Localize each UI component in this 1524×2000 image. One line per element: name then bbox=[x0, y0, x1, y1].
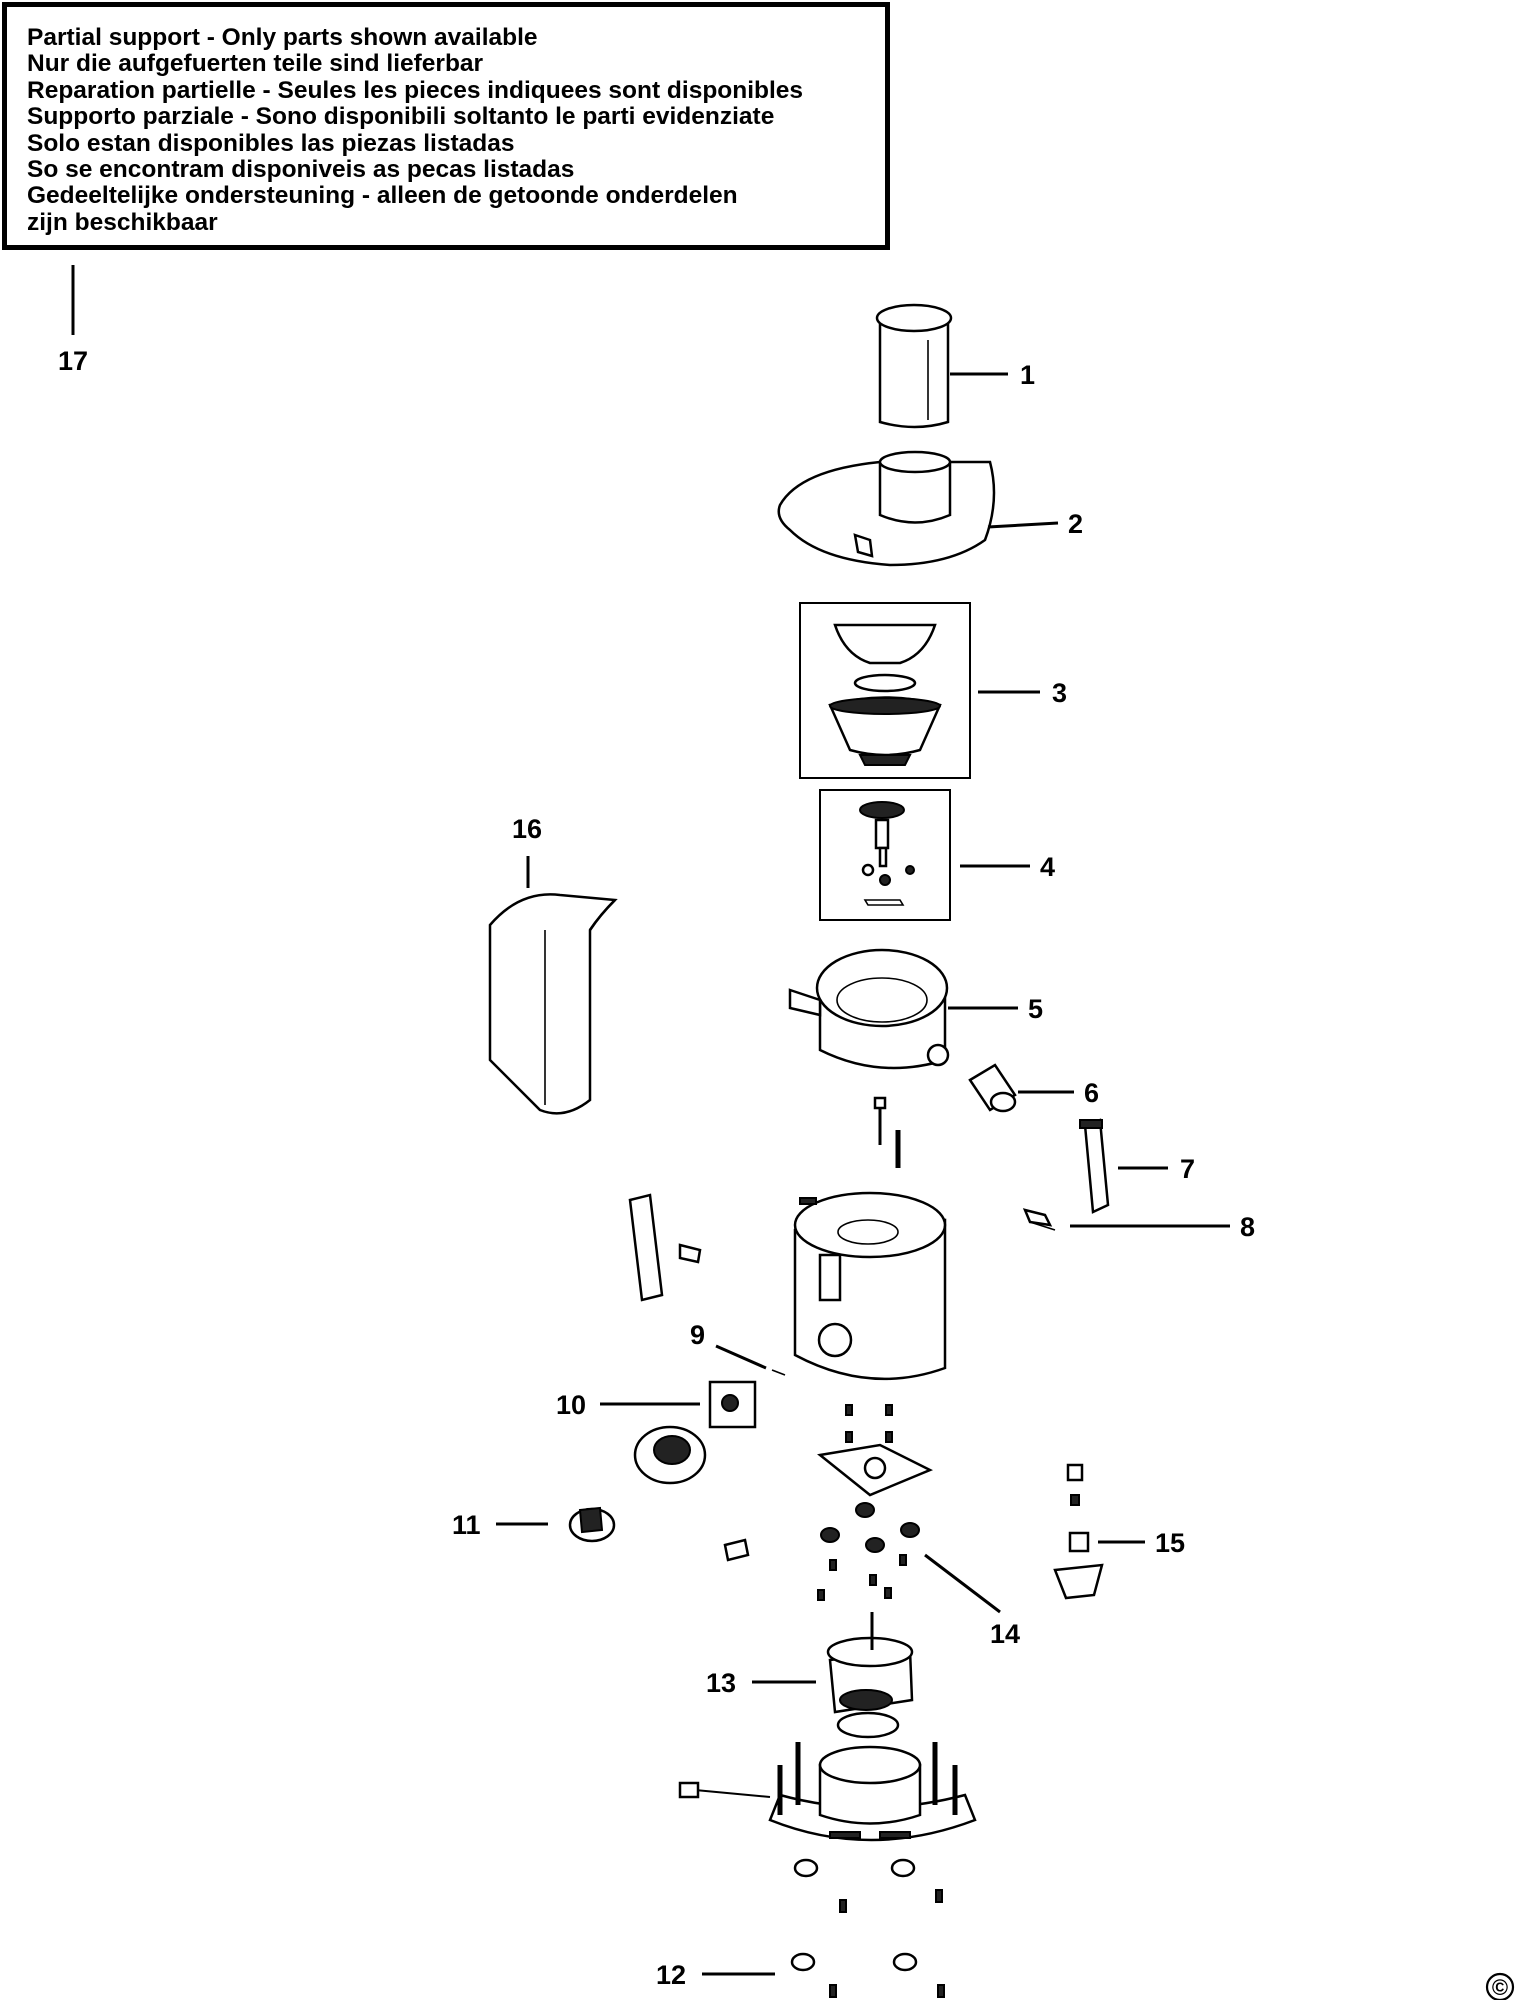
svg-text:9: 9 bbox=[690, 1320, 705, 1350]
part-12-feet-and-screws bbox=[790, 1858, 945, 1998]
callout-16: 16 bbox=[512, 814, 542, 888]
callout-12: 12 bbox=[656, 1960, 775, 1990]
callout-14: 14 bbox=[924, 1553, 1020, 1649]
svg-text:7: 7 bbox=[1180, 1154, 1195, 1184]
power-cord bbox=[678, 1781, 771, 1799]
notice-line-es: Solo estan disponibles las piezas listad… bbox=[27, 129, 515, 157]
callout-5: 5 bbox=[948, 994, 1043, 1024]
svg-text:16: 16 bbox=[512, 814, 542, 844]
motor-housing-body bbox=[793, 1191, 947, 1381]
notice-line-pt: So se encontram disponiveis as pecas lis… bbox=[27, 156, 575, 184]
svg-text:13: 13 bbox=[706, 1668, 736, 1698]
part-5-juice-bowl bbox=[788, 948, 950, 1070]
callout-2: 2 bbox=[987, 509, 1083, 539]
svg-text:6: 6 bbox=[1084, 1078, 1099, 1108]
notice-line-fr: Reparation partielle - Seules les pieces… bbox=[27, 76, 804, 104]
svg-text:14: 14 bbox=[990, 1619, 1020, 1649]
svg-text:10: 10 bbox=[556, 1390, 586, 1420]
svg-text:12: 12 bbox=[656, 1960, 686, 1990]
mounting-plate-and-feet bbox=[723, 1404, 934, 1601]
part-16-juice-jug bbox=[488, 893, 618, 1115]
notice-line-it: Supporto parziale - Sono disponibili sol… bbox=[27, 103, 775, 131]
callout-7: 7 bbox=[1118, 1154, 1195, 1184]
notice-line-nl: Gedeeltelijke ondersteuning - alleen de … bbox=[27, 182, 738, 210]
part-1-food-pusher bbox=[875, 303, 953, 429]
svg-text:11: 11 bbox=[452, 1510, 481, 1540]
part-11-knob bbox=[568, 1506, 616, 1543]
part-4-coupling-kit bbox=[819, 789, 951, 921]
base-housing bbox=[768, 1742, 977, 1842]
svg-text:©: © bbox=[1492, 1975, 1508, 2000]
part-8-spring-clip bbox=[1022, 1208, 1056, 1231]
part-6-roller bbox=[968, 1063, 1017, 1113]
callout-4: 4 bbox=[960, 852, 1055, 882]
part-7-locking-arm bbox=[1079, 1118, 1110, 1214]
shaft-pieces bbox=[873, 1096, 901, 1168]
callout-1: 1 bbox=[950, 360, 1035, 390]
callout-6: 6 bbox=[1018, 1078, 1099, 1108]
part-15-switch-bracket bbox=[1053, 1463, 1104, 1600]
notice-line-en: Partial support - Only parts shown avail… bbox=[27, 24, 538, 51]
callout-9: 9 bbox=[690, 1320, 786, 1376]
callout-8: 8 bbox=[1070, 1212, 1255, 1242]
svg-text:1: 1 bbox=[1020, 360, 1035, 390]
notice-line-nl-cont: zijn beschikbaar bbox=[27, 208, 218, 236]
svg-text:4: 4 bbox=[1040, 852, 1055, 882]
part-2-lid bbox=[777, 450, 996, 567]
callout-3: 3 bbox=[978, 678, 1067, 708]
svg-text:15: 15 bbox=[1155, 1528, 1185, 1558]
callout-17-label: 17 bbox=[58, 346, 88, 376]
callout-11: 11 bbox=[452, 1510, 548, 1540]
callout-13: 13 bbox=[706, 1668, 816, 1698]
svg-text:5: 5 bbox=[1028, 994, 1043, 1024]
left-locking-arm bbox=[628, 1193, 702, 1302]
callout-10: 10 bbox=[556, 1390, 700, 1420]
callout-15: 15 bbox=[1098, 1528, 1185, 1558]
copyright-mark: © bbox=[1485, 1972, 1515, 2000]
callout-17: 17 bbox=[58, 265, 88, 376]
svg-text:2: 2 bbox=[1068, 509, 1083, 539]
notice-line-de: Nur die aufgefuerten teile sind lieferba… bbox=[27, 50, 484, 78]
part-13-motor bbox=[826, 1612, 914, 1739]
partial-support-notice-box: Partial support - Only parts shown avail… bbox=[2, 2, 890, 250]
svg-text:8: 8 bbox=[1240, 1212, 1255, 1242]
part-10-switch bbox=[633, 1380, 757, 1485]
part-3-filter-basket bbox=[799, 602, 971, 779]
svg-text:3: 3 bbox=[1052, 678, 1067, 708]
